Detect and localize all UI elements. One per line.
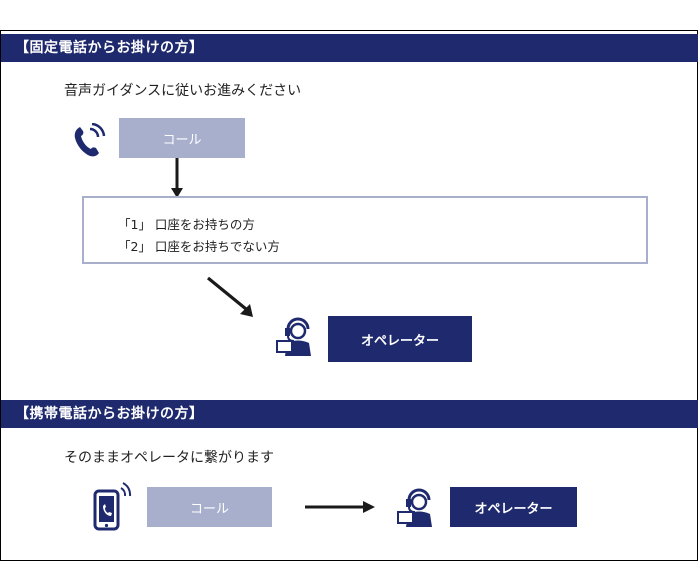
landline-header: 【固定電話からお掛けの方】 [1, 34, 698, 62]
arrow-diagonal-icon [206, 276, 253, 317]
option-2[interactable]: 「2」 口座をお持ちでない方 [118, 239, 280, 254]
mobile-call-button[interactable]: コール [147, 487, 272, 527]
mobile-operator-button[interactable]: オペレーター [450, 487, 577, 527]
operator-headset-icon [397, 487, 439, 533]
arrow-down-icon [171, 158, 183, 198]
operator-headset-icon [276, 316, 318, 362]
landline-operator-button[interactable]: オペレーター [328, 316, 472, 362]
mobile-instruction: そのままオペレータに繋がります [64, 450, 274, 466]
mobile-header: 【携帯電話からお掛けの方】 [1, 400, 698, 428]
mobile-phone-icon [92, 482, 132, 536]
arrow-right-icon [305, 501, 375, 513]
landline-instruction: 音声ガイダンスに従いお進みください [64, 83, 302, 99]
telephone-receiver-icon [72, 122, 106, 163]
guidance-options-box: 「1」 口座をお持ちの方 「2」 口座をお持ちでない方 [82, 196, 648, 264]
content-frame [0, 30, 698, 561]
option-1[interactable]: 「1」 口座をお持ちの方 [118, 217, 255, 232]
landline-call-button[interactable]: コール [119, 118, 245, 158]
